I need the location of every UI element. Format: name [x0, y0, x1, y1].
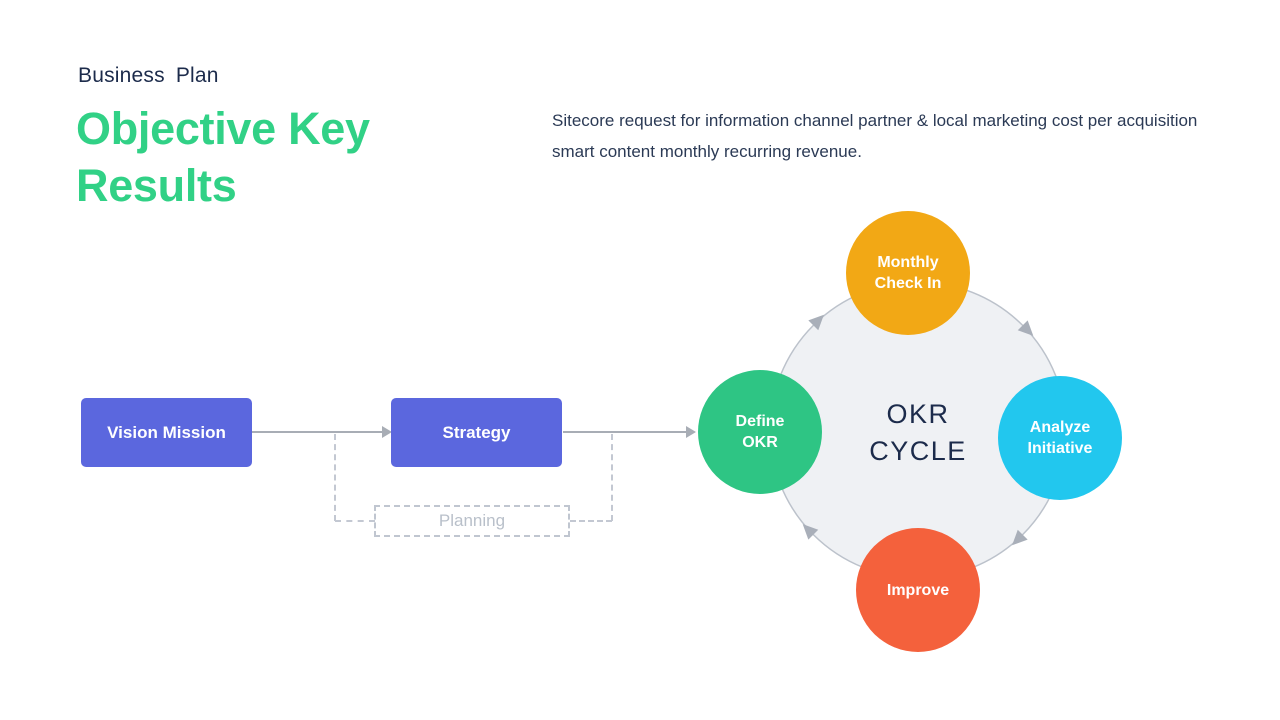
dashed-connector-left-vertical	[334, 434, 336, 521]
clockwise-arrow-icon	[1012, 529, 1028, 546]
cycle-step-label: Improve	[886, 581, 950, 599]
clockwise-arrow-icon	[808, 314, 824, 331]
flow-node-strategy: Strategy	[391, 398, 562, 467]
dashed-connector-left-horizontal	[335, 520, 375, 522]
flow-node-label: Strategy	[442, 422, 511, 442]
dashed-connector-right-vertical	[611, 434, 613, 521]
cycle-step-label: Define OKR	[735, 413, 785, 451]
flow-node-label: Vision Mission	[107, 422, 226, 442]
flow-node-vision-mission: Vision Mission	[81, 398, 252, 467]
cycle-step-improve: Improve	[856, 528, 980, 652]
arrow-strategy-to-define-okr	[563, 426, 696, 438]
clockwise-arrow-icon	[1017, 320, 1034, 336]
cycle-step-label: Analyze Initiative	[1027, 419, 1093, 457]
planning-group-box: Planning	[374, 505, 570, 537]
cycle-step-define-okr: Define OKR	[698, 370, 822, 494]
page-title: Objective Key Results	[76, 103, 370, 211]
cycle-step-label: Monthly Check In	[874, 254, 942, 292]
description-text: Sitecore request for information channel…	[552, 111, 1198, 161]
dashed-connector-right-horizontal	[570, 520, 612, 522]
cycle-step-analyze-initiative: Analyze Initiative	[998, 376, 1122, 500]
cycle-center-label: OKR CYCLE	[843, 396, 993, 470]
cycle-step-monthly-check-in: Monthly Check In	[846, 211, 970, 335]
clockwise-arrow-icon	[802, 524, 819, 540]
cycle-title-line2: CYCLE	[869, 436, 967, 466]
cycle-title-line1: OKR	[886, 399, 950, 429]
arrow-vision-to-strategy	[252, 426, 392, 438]
eyebrow-label: Business Plan	[78, 64, 219, 87]
